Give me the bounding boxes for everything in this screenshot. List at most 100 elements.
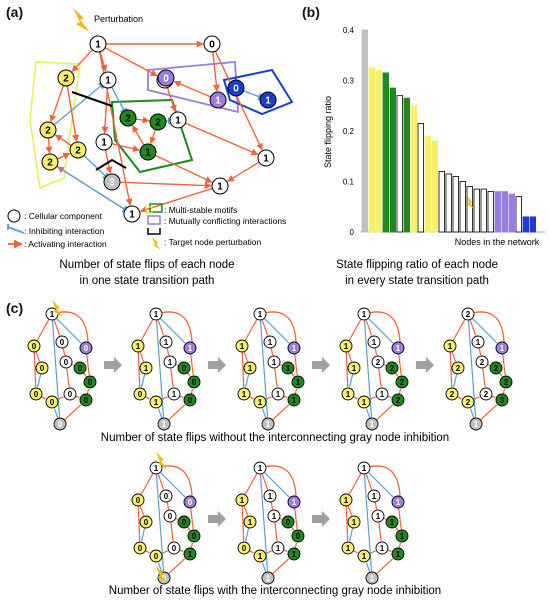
node-flip-count: 1 <box>265 96 271 107</box>
network-node <box>395 375 409 389</box>
node-flip-count: 0 <box>182 364 187 373</box>
network-node <box>227 79 245 97</box>
activating-edge <box>244 472 258 495</box>
activating-edge <box>274 521 278 542</box>
step-arrow-icon <box>312 511 330 527</box>
activating-edge <box>398 353 402 376</box>
activating-edge <box>398 388 402 395</box>
activating-edge <box>345 351 349 388</box>
bar <box>494 191 501 233</box>
network-node <box>35 361 49 375</box>
lightning-icon <box>156 452 167 469</box>
network-node <box>475 355 489 369</box>
activating-edge <box>353 396 359 400</box>
node-flip-count: 0 <box>60 338 65 347</box>
network-node <box>55 335 69 349</box>
activating-edge <box>36 318 50 341</box>
perturbation-label: Perturbation <box>94 14 143 24</box>
activating-edge <box>469 319 477 336</box>
panel-a-caption-2: in one state transition path <box>80 275 215 287</box>
node-flip-count: 1 <box>272 512 277 521</box>
network-node <box>287 547 301 561</box>
bar <box>501 191 508 233</box>
conflict-line <box>95 158 127 171</box>
network-node <box>339 339 353 353</box>
legend-activating: : Activating interaction <box>24 239 107 249</box>
panel-label-a: (a) <box>6 4 24 20</box>
activating-edge <box>478 347 482 356</box>
activating-edge <box>173 80 211 98</box>
inhibiting-edge <box>159 471 186 498</box>
activating-edge <box>99 51 108 73</box>
network-node <box>63 387 77 401</box>
network-node <box>391 341 405 355</box>
activating-edge <box>137 505 141 542</box>
activating-edge <box>243 351 249 362</box>
inhibiting-edge <box>348 527 354 542</box>
inhibiting-edge <box>367 471 394 498</box>
node-flip-count: 2 <box>494 364 499 373</box>
inhibiting-edge <box>365 562 371 573</box>
network-node <box>79 393 93 407</box>
lightning-icon <box>467 196 474 209</box>
activating-edge <box>270 501 274 510</box>
inhibiting-edge <box>111 86 128 113</box>
y-axis-ticks: 00.10.20.30.4 <box>343 26 355 237</box>
network-node <box>253 461 267 475</box>
activating-edge <box>249 396 255 400</box>
node-flip-count: 1 <box>268 338 273 347</box>
node-flip-count: 1 <box>276 544 281 553</box>
network-node <box>53 417 67 431</box>
network-node <box>259 91 277 109</box>
network-node <box>367 335 381 349</box>
panel-a-legend: : Cellular component : Inhibiting intera… <box>7 203 286 250</box>
y-tick-label: 0.4 <box>343 26 355 35</box>
node-flip-count: 1 <box>352 364 357 373</box>
inhibiting-edge <box>469 408 475 419</box>
node-flip-count: 0 <box>242 544 247 553</box>
node-flip-count: 1 <box>370 420 375 429</box>
bar <box>487 191 494 233</box>
network-node <box>99 71 117 89</box>
network-node <box>177 361 191 375</box>
network-node <box>139 143 157 161</box>
network-node <box>357 307 371 321</box>
network-node <box>45 395 59 409</box>
activating-edge <box>41 396 47 400</box>
node-flip-count: 2 <box>480 358 485 367</box>
activating-edge <box>170 367 174 388</box>
node-flip-count: 0 <box>84 344 89 353</box>
node-flip-count: 0 <box>138 390 143 399</box>
network-node <box>167 541 181 555</box>
network-node <box>375 541 389 555</box>
node-flip-count: 2 <box>376 358 381 367</box>
node-flip-count: 0 <box>32 342 37 351</box>
network-node <box>123 205 141 223</box>
inhibiting-edge <box>83 154 109 180</box>
network-node <box>57 69 75 87</box>
node-flip-count: 1 <box>95 40 101 51</box>
network-node <box>443 339 457 353</box>
activating-edge <box>283 395 288 399</box>
bar <box>515 196 522 233</box>
panel-c-caption-bottom: Number of state flips with the interconn… <box>109 585 441 597</box>
activating-edge <box>290 372 295 377</box>
activating-edge <box>376 558 394 575</box>
activating-edge <box>190 542 194 549</box>
activating-edge <box>119 181 212 189</box>
node-flip-count: 1 <box>217 182 223 193</box>
node-flip-count: 2 <box>400 378 405 387</box>
node-flip-count: 0 <box>136 496 141 505</box>
network-node <box>365 571 379 585</box>
inhibiting-edge <box>56 165 128 213</box>
network-node <box>157 69 175 87</box>
purple-motif-outline <box>147 61 239 114</box>
inhibiting-edge <box>55 317 82 344</box>
node-flip-count: 1 <box>396 498 401 507</box>
activating-edge <box>140 318 154 341</box>
activating-edge <box>168 558 186 575</box>
activating-edge <box>457 396 463 400</box>
inhibiting-edge <box>261 408 267 419</box>
